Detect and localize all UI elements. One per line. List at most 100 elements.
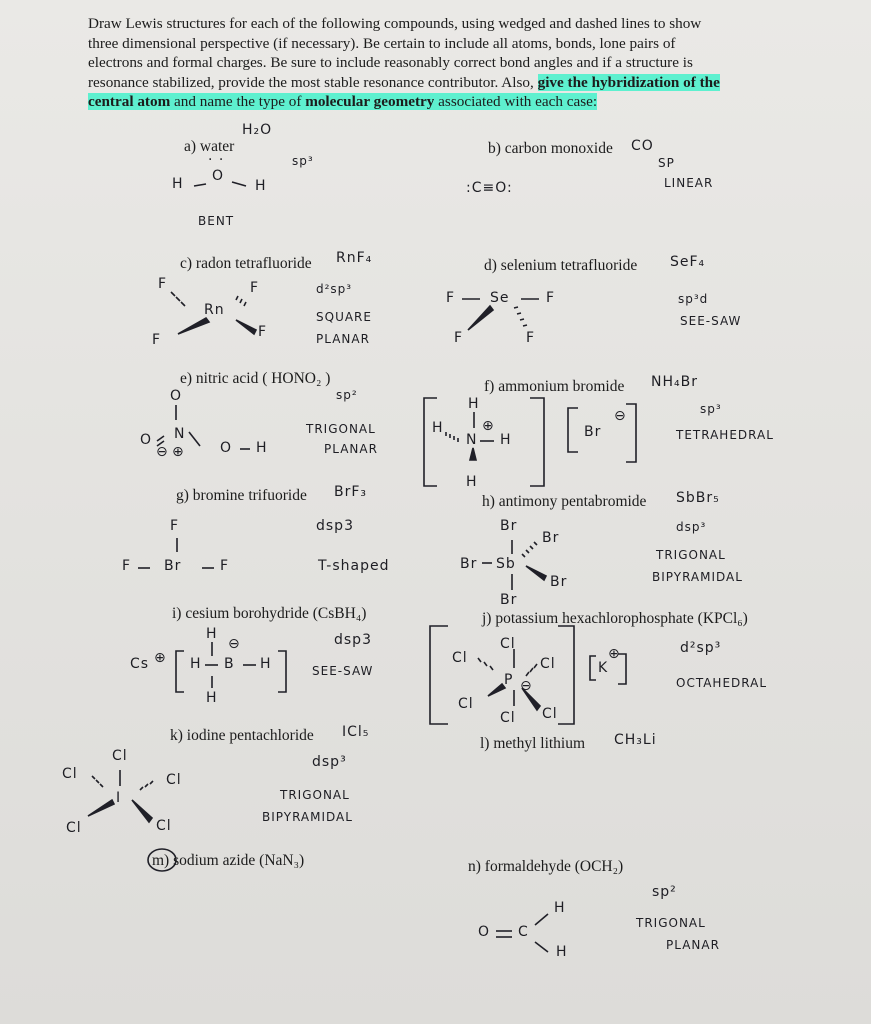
item-d-formula: SeF₄ — [670, 254, 706, 270]
highlight-molecular-geometry: molecular geometry — [305, 93, 435, 111]
bond-line — [534, 941, 549, 953]
bracket-small — [589, 655, 596, 681]
atom-H: H — [256, 440, 268, 456]
dash-wedge-bond — [513, 306, 528, 327]
item-g-geometry: T-shaped — [318, 558, 390, 574]
wedge-bond — [467, 304, 495, 331]
instructions-paragraph: Draw Lewis structures for each of the fo… — [88, 14, 808, 112]
atom-F: F — [546, 290, 556, 306]
atom-Cl: Cl — [540, 656, 556, 672]
co-structure: :C≡O: — [466, 180, 513, 196]
item-d-hybridization: sp³d — [678, 292, 709, 306]
atom-Rn: Rn — [204, 302, 225, 318]
atom-H: H — [468, 396, 480, 412]
item-c-hybridization: d²sp³ — [316, 282, 353, 296]
item-i-hybridization: dsp3 — [334, 632, 372, 648]
atom-I: I — [116, 790, 122, 806]
bracket-right — [626, 403, 637, 463]
item-c-formula: RnF₄ — [336, 250, 373, 266]
bond-line — [156, 435, 165, 442]
item-k-label: k) iodine pentachloride — [170, 727, 314, 744]
bracket-left — [567, 407, 578, 453]
item-a-hybridization: sp³ — [292, 154, 314, 168]
formal-charge-plus: ⊕ — [154, 650, 167, 666]
item-n-label: n) formaldehyde (OCH₂) — [468, 858, 624, 875]
atom-F: F — [152, 332, 162, 348]
highlight-central-atom: central atom — [88, 93, 171, 111]
item-g-label: g) bromine trifuoride — [176, 487, 307, 504]
item-f-formula: NH₄Br — [651, 374, 698, 390]
atom-H: H — [554, 900, 566, 916]
formal-charge-plus: ⊕ — [608, 646, 621, 662]
formal-charge-plus: ⊕ — [482, 418, 495, 434]
instructions-line-5: central atom and name the type of molecu… — [88, 92, 808, 112]
atom-B: B — [224, 656, 235, 672]
item-h-formula: SbBr₅ — [676, 490, 720, 506]
atom-F: F — [258, 324, 268, 340]
bracket-left — [429, 625, 448, 725]
item-m-letter: m) — [152, 852, 170, 869]
highlight-text: and name the type of — [170, 93, 306, 111]
atom-Cl: Cl — [66, 820, 82, 836]
item-a-label: a) water — [184, 138, 235, 155]
atom-O: O — [220, 440, 233, 456]
instructions-line-1: Draw Lewis structures for each of the fo… — [88, 15, 702, 32]
bracket-right — [558, 625, 575, 725]
atom-Cl: Cl — [166, 772, 182, 788]
item-j-hybridization: d²sp³ — [680, 640, 722, 656]
item-j-label: j) potassium hexachlorophosphate (KPCl₆) — [482, 610, 748, 627]
wedge-bond — [177, 316, 211, 335]
item-j-geometry: OCTAHEDRAL — [676, 676, 768, 690]
wedge-bond — [487, 682, 507, 697]
item-a-formula: H₂O — [242, 122, 273, 138]
atom-H: H — [432, 420, 444, 436]
wedge-bond — [131, 799, 154, 824]
atom-Cl: Cl — [500, 710, 516, 726]
atom-C: C — [518, 924, 529, 940]
atom-Cl: Cl — [452, 650, 468, 666]
dash-wedge-bond — [525, 663, 538, 677]
atom-Cl: Cl — [156, 818, 172, 834]
atom-Cl: Cl — [112, 748, 128, 764]
item-c-label: c) radon tetrafluoride — [180, 255, 312, 272]
atom-Br: Br — [550, 574, 568, 590]
atom-F: F — [250, 280, 260, 296]
item-i-geometry: SEE-SAW — [312, 664, 374, 678]
atom-H: H — [255, 178, 267, 194]
item-h-geometry-1: TRIGONAL — [656, 548, 726, 562]
wedge-bond — [468, 447, 478, 461]
atom-F: F — [122, 558, 132, 574]
dash-wedge-bond — [521, 541, 538, 558]
item-m-label: m) sodium azide (NaN₃) — [152, 852, 304, 870]
bond-line — [534, 913, 549, 926]
bracket-right — [278, 650, 287, 693]
item-f-label: f) ammonium bromide — [484, 378, 625, 395]
atom-Se: Se — [490, 290, 510, 306]
bond-line — [231, 181, 247, 187]
item-a-geometry: BENT — [198, 214, 235, 228]
item-e-hybridization: sp² — [336, 388, 358, 402]
instructions-line-2: three dimensional perspective (if necess… — [88, 34, 676, 52]
atom-Cl: Cl — [62, 766, 78, 782]
atom-F: F — [526, 330, 536, 346]
atom-Br: Br — [500, 518, 518, 534]
wedge-bond — [525, 565, 548, 582]
atom-Cs: Cs — [130, 656, 150, 672]
item-b-formula: CO — [631, 138, 654, 154]
atom-H: H — [206, 626, 218, 642]
instructions-line-4: resonance stabilized, provide the most s… — [88, 73, 808, 93]
item-f-geometry: TETRAHEDRAL — [676, 428, 774, 442]
item-b-label: b) carbon monoxide — [488, 140, 613, 157]
formal-charge-minus: ⊖ — [520, 678, 533, 694]
atom-H: H — [190, 656, 202, 672]
item-g-formula: BrF₃ — [334, 484, 368, 500]
bracket-left — [423, 397, 437, 487]
instructions-text: resonance stabilized, provide the most s… — [88, 73, 538, 91]
atom-F: F — [454, 330, 464, 346]
formal-charge-plus: ⊕ — [172, 444, 185, 460]
bracket-left — [175, 650, 184, 693]
atom-O: O — [478, 924, 491, 940]
atom-F: F — [158, 276, 168, 292]
